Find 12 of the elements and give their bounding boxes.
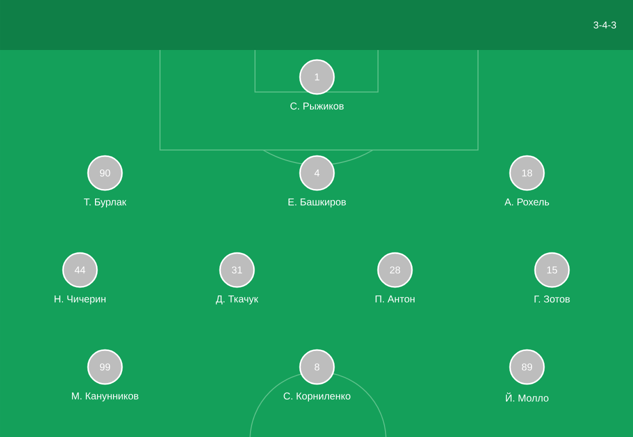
player-name: М. Канунников bbox=[72, 392, 138, 402]
player-name: А. Рохель bbox=[504, 198, 550, 206]
player-name: Е. Башкиров bbox=[288, 198, 346, 208]
player-name: С. Рыжиков bbox=[290, 102, 344, 110]
player-name: Й. Молло bbox=[506, 392, 548, 402]
formation-label: 3-4-3 bbox=[594, 21, 616, 29]
player-name: Г. Зотов bbox=[534, 296, 570, 303]
player-name: Д. Ткачук bbox=[216, 296, 258, 304]
player-name: П. Антон bbox=[376, 296, 414, 302]
player-name: С. Корниленко bbox=[284, 392, 350, 402]
player-name: Т. Бурлак bbox=[84, 198, 126, 208]
player-name: Н. Чичерин bbox=[54, 296, 106, 304]
